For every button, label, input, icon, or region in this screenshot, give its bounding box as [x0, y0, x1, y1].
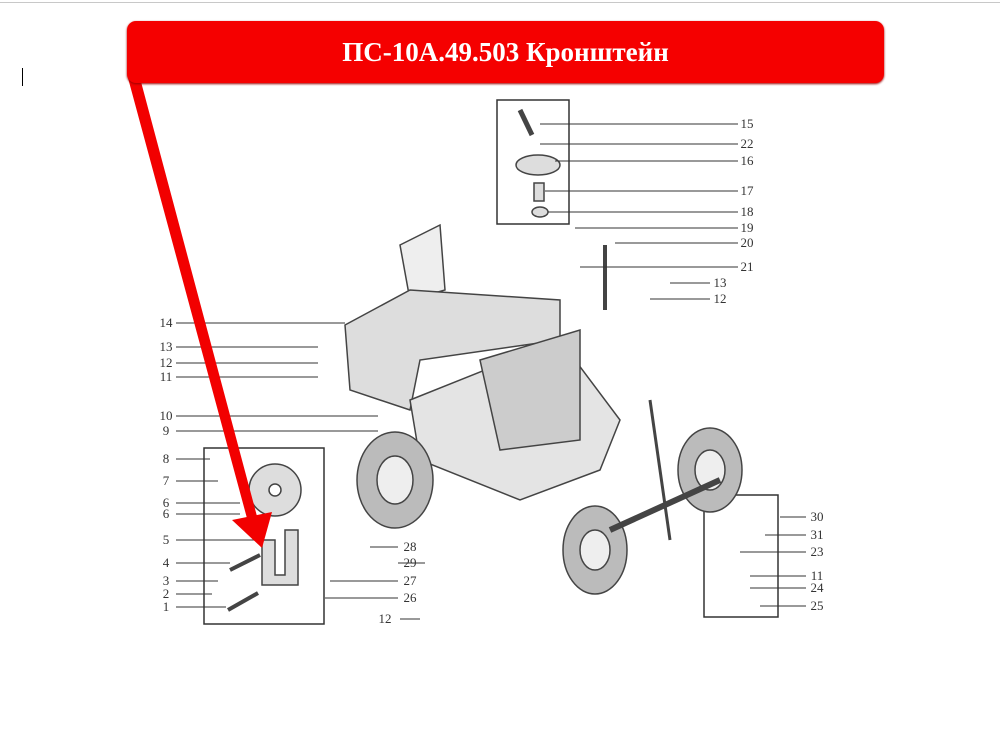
- callout-label-12: 12: [160, 355, 173, 370]
- red-pointer-arrow: [128, 78, 272, 548]
- callout-label-19: 19: [741, 220, 754, 235]
- callout-label-24: 24: [811, 580, 825, 595]
- callout-label-7: 7: [163, 473, 170, 488]
- callout-label-16: 16: [741, 153, 755, 168]
- callout-label-3: 3: [163, 573, 170, 588]
- top-parts-box: [496, 99, 570, 225]
- callout-label-11: 11: [160, 369, 173, 384]
- wheel-parts-box: [703, 494, 779, 618]
- callout-label-5: 5: [163, 532, 170, 547]
- text-cursor: [22, 68, 23, 86]
- callout-label-6: 6: [163, 506, 170, 521]
- callout-label-26: 26: [404, 590, 418, 605]
- callout-label-15: 15: [741, 116, 754, 131]
- callout-label-17: 17: [741, 183, 755, 198]
- callout-label-13: 13: [160, 339, 173, 354]
- callout-label-25: 25: [811, 598, 824, 613]
- bracket-parts-box: [203, 447, 325, 625]
- callout-label-30: 30: [811, 509, 824, 524]
- callout-label-14: 14: [160, 315, 174, 330]
- callout-label-2: 2: [163, 586, 170, 601]
- callout-label-4: 4: [163, 555, 170, 570]
- callout-label-11: 11: [811, 568, 824, 583]
- callout-label-20: 20: [741, 235, 754, 250]
- callout-label-27: 27: [404, 573, 418, 588]
- callout-label-28: 28: [404, 539, 417, 554]
- callout-label-31: 31: [811, 527, 824, 542]
- tractor-body: [344, 223, 743, 595]
- page-title: ПС-10А.49.503 Кронштейн: [342, 36, 669, 67]
- callout-label-10: 10: [160, 408, 173, 423]
- callout-label-12: 12: [379, 611, 392, 626]
- callout-label-8: 8: [163, 451, 170, 466]
- callout-label-9: 9: [163, 423, 170, 438]
- callout-label-29: 29: [404, 555, 417, 570]
- callout-label-22: 22: [741, 136, 754, 151]
- callout-label-23: 23: [811, 544, 824, 559]
- callout-label-18: 18: [741, 204, 754, 219]
- top-divider: [0, 2, 1000, 3]
- bracket-parts: [227, 108, 561, 612]
- callout-label-12: 12: [714, 291, 727, 306]
- callout-label-21: 21: [741, 259, 754, 274]
- callout-label-6: 6: [163, 495, 170, 510]
- page-title-banner: ПС-10А.49.503 Кронштейн: [127, 21, 884, 83]
- callout-label-1: 1: [163, 599, 170, 614]
- callout-label-13: 13: [714, 275, 727, 290]
